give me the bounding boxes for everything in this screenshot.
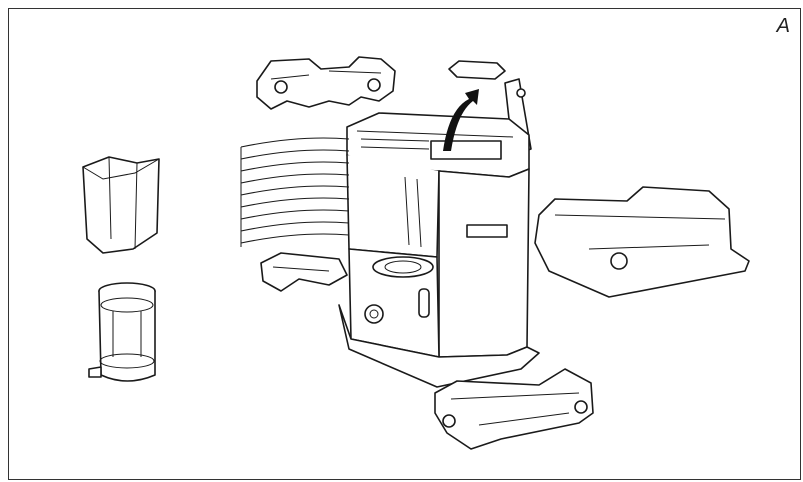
figure-frame: A <box>8 8 801 480</box>
side-panels-stack <box>240 137 350 247</box>
panel-label: A <box>776 15 790 37</box>
small-lid-part <box>448 60 506 80</box>
front-base-tray-part <box>434 368 594 450</box>
burner-cylinder-part <box>88 282 156 382</box>
hex-sleeve-part <box>82 156 160 254</box>
right-cover-part <box>534 186 750 298</box>
left-tray-part <box>260 252 348 292</box>
exploded-heater-diagram <box>82 56 750 450</box>
top-cover-part <box>256 56 396 110</box>
arrow-small-lid <box>443 89 479 151</box>
heater-body <box>338 112 540 388</box>
